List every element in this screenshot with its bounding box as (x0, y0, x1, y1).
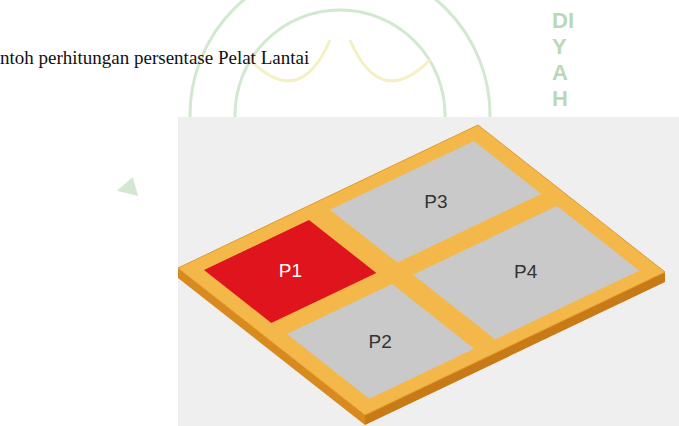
panel-label: P2 (369, 331, 392, 353)
title: ntoh perhitungan persentase Pelat Lantai (0, 47, 309, 69)
watermark: DIYAH (552, 8, 574, 112)
slab-panel: P2 (287, 284, 474, 399)
image-background (178, 117, 679, 426)
panel-label: P1 (279, 260, 302, 282)
panel-label: P3 (424, 191, 447, 213)
panel-label: P4 (514, 261, 537, 283)
slab-panel: P4 (413, 206, 639, 339)
slab-top (178, 125, 665, 415)
